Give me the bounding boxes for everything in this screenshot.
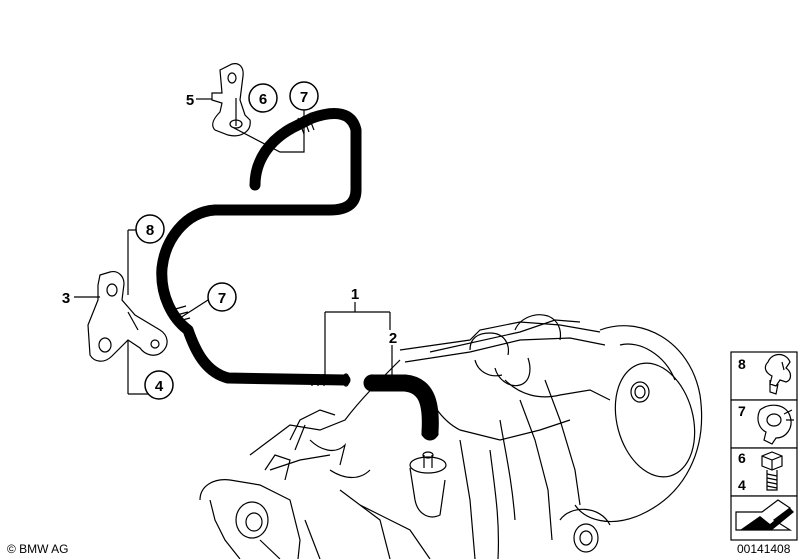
callout-8-label: 8: [146, 222, 154, 239]
legend-label-8: 8: [738, 356, 746, 372]
legend-label-4: 4: [738, 477, 746, 493]
callout-4: 4: [144, 370, 174, 400]
callout-6: 6: [248, 83, 278, 113]
label-3: 3: [62, 290, 70, 307]
hex-bolt-icon: [761, 451, 783, 491]
callout-8: 8: [135, 214, 165, 244]
callout-7-top-label: 7: [300, 89, 308, 106]
leader-lines: [74, 98, 393, 395]
callout-7-mid-label: 7: [218, 290, 226, 307]
callout-7-top: 7: [289, 81, 319, 111]
bracket-part-5: [211, 63, 251, 137]
label-1: 1: [351, 286, 359, 303]
label-5: 5: [186, 92, 194, 109]
legend-cell-8: [730, 351, 798, 401]
legend-label-7: 7: [738, 403, 746, 419]
copyright-text: © BMW AG: [7, 542, 69, 556]
hose-clip-icon: [764, 353, 792, 395]
vent-hose: [156, 108, 362, 387]
diagram-number: 00141408: [737, 542, 791, 556]
callout-6-label: 6: [259, 91, 267, 108]
label-2: 2: [389, 330, 397, 347]
callout-4-label: 4: [155, 378, 164, 395]
elbow-hose-part-2: [363, 374, 439, 441]
legend-label-6: 6: [738, 450, 746, 466]
bracket-part-3: [87, 271, 168, 362]
engine-housing-drawing: [199, 314, 703, 559]
legend-cell-6-4: [730, 447, 798, 497]
callout-7-mid: 7: [207, 282, 237, 312]
hose-holder-icon: [757, 404, 794, 445]
parts-legend: 8 7 6 4: [730, 351, 798, 541]
arrow-symbol-icon: [735, 499, 794, 531]
